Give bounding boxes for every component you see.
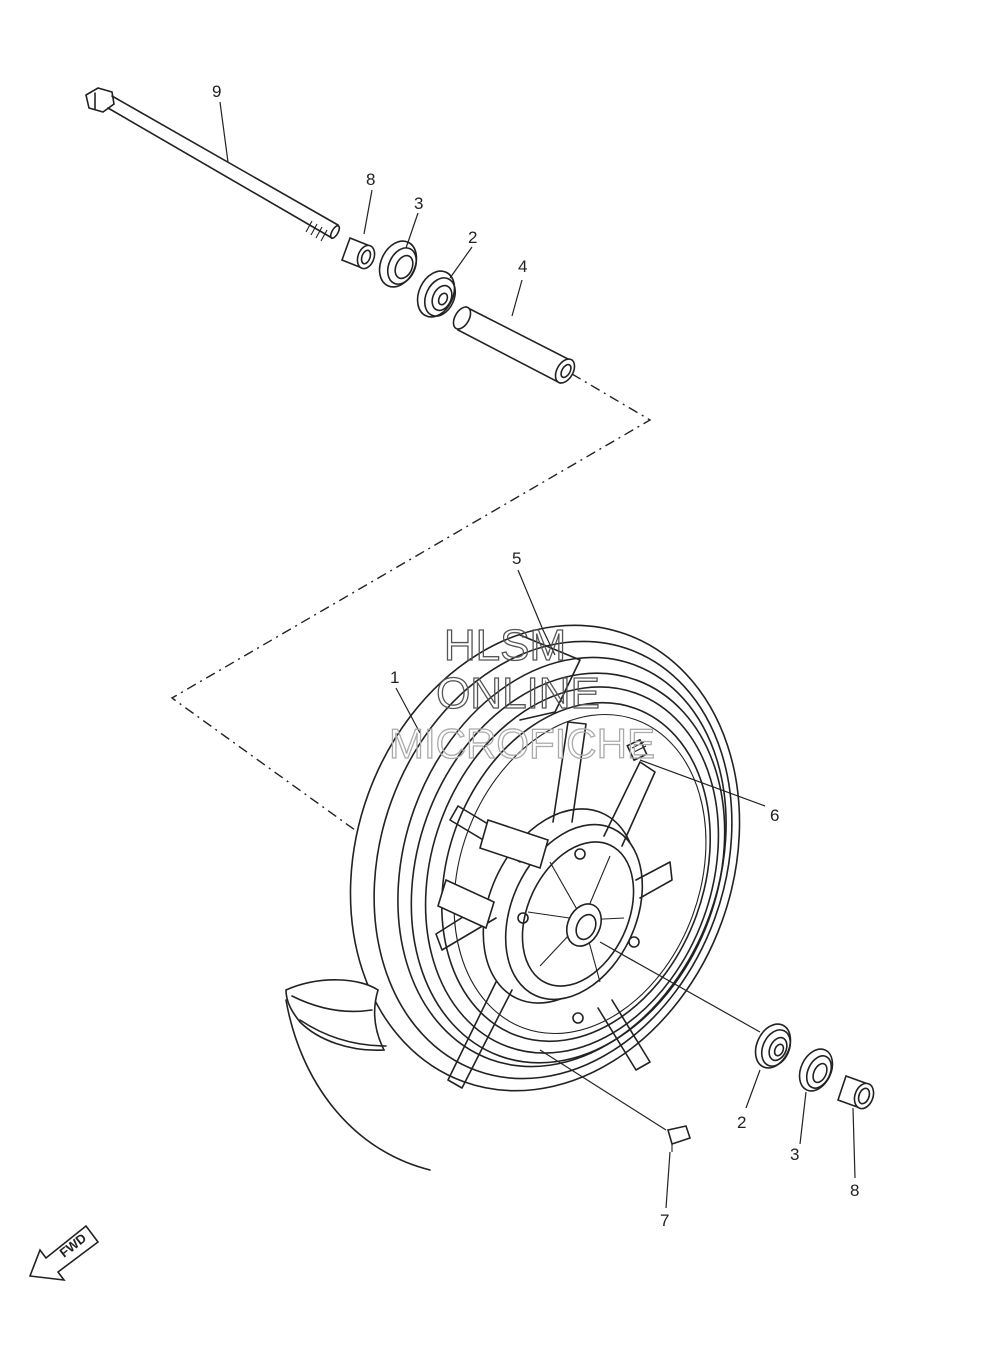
oil-seal-bottom [798,1048,834,1092]
front-wheel [285,624,741,1171]
axle [85,87,341,242]
watermark-line-2: ONLINE [436,669,600,718]
callout-labels: 9 8 3 2 4 5 1 6 2 3 8 7 [212,82,859,1230]
oil-seal-top [378,240,418,288]
callout-8-top: 8 [366,170,375,189]
spacer-top [340,236,376,270]
callout-3-bottom: 3 [790,1145,799,1164]
callout-7: 7 [660,1211,669,1230]
callout-4: 4 [518,257,527,276]
balance-weight [666,1125,692,1152]
assembly-centerline [170,373,652,839]
watermark: HLSM ONLINE MICROFICHE [388,620,655,767]
callout-5: 5 [512,549,521,568]
collar [452,305,576,385]
bearing-top [416,270,457,318]
callout-9: 9 [212,82,221,101]
callout-2-bottom: 2 [737,1113,746,1132]
callout-6: 6 [770,806,779,825]
forward-direction-arrow-icon: FWD [28,1224,100,1282]
leader-lines [219,101,856,1209]
callout-8-bottom: 8 [850,1181,859,1200]
bearing-bottom [754,1023,792,1069]
callout-2-top: 2 [468,228,477,247]
callout-3-top: 3 [414,194,423,213]
spacer-bottom [836,1074,875,1110]
watermark-line-1: HLSM [444,621,566,670]
callout-1: 1 [390,668,399,687]
watermark-line-3: MICROFICHE [389,720,655,767]
tire-valve [626,738,648,762]
